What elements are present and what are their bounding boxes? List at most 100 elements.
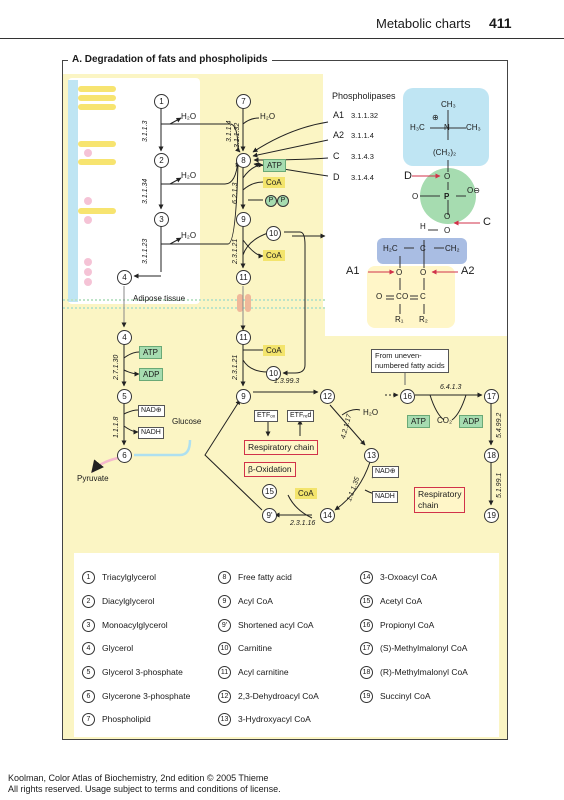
atp-badge-3: ATP — [407, 415, 430, 428]
struct-o-eq: O — [444, 212, 451, 221]
legend-name: (S)-Methylmalonyl CoA — [380, 642, 468, 653]
phospholipase-a1-code: 3.1.1.32 — [351, 111, 379, 120]
struct-ch3-right: CH₃ — [466, 123, 481, 132]
phosphate-circle-1: P — [265, 195, 277, 207]
adp-badge-1: ADP — [139, 368, 164, 381]
legend-name: Phospholipid — [102, 713, 151, 724]
node-17-s-methylmalonyl-coa: 17 — [484, 389, 499, 404]
node-7-phospholipid: 7 — [236, 94, 251, 109]
node-8-free-fatty-acid: 8 — [236, 153, 251, 168]
legend-num: 2 — [82, 595, 95, 608]
header-rule — [0, 38, 564, 39]
etf-ox-box: ETFₒₓ — [254, 410, 279, 422]
cleavage-site-a1: A1 — [346, 265, 360, 277]
section-title: A. Degradation of fats and phospholipids — [68, 54, 272, 65]
enzyme-3.1.1.32: 3.1.1.32 — [234, 122, 241, 148]
node-15-acetyl-coa: 15 — [262, 484, 277, 499]
adp-badge-2: ADP — [459, 415, 484, 428]
legend-item: 4 Glycerol — [82, 642, 133, 655]
legend-num: 4 — [82, 642, 95, 655]
cleavage-site-d: D — [404, 170, 412, 182]
legend-item: 12 2,3-Dehydroacyl CoA — [218, 690, 319, 703]
struct-oeq2: O — [402, 292, 409, 301]
legend-num: 7 — [82, 713, 95, 726]
legend-num: 15 — [360, 595, 373, 608]
node-5-glycerol-3-phosphate: 5 — [117, 389, 132, 404]
struct-o3: O — [444, 226, 451, 235]
legend-name: 3-Hydroxyacyl CoA — [238, 713, 311, 724]
legend-name: Propionyl CoA — [380, 619, 435, 630]
legend-name: Acyl carnitine — [238, 666, 289, 677]
enzyme-3.1.1.34: 3.1.1.34 — [142, 178, 149, 204]
node-9-acyl-coa: 9 — [236, 212, 251, 227]
legend-item: 17(S)-Methylmalonyl CoA — [360, 642, 467, 655]
water-label-3: H₂O — [181, 231, 197, 240]
legend-num: 12 — [218, 690, 231, 703]
struct-r2: R₂ — [419, 315, 428, 324]
adipose-tissue-label: Adipose tissue — [133, 294, 186, 303]
node-9-acyl-coa-mito: 9 — [236, 389, 251, 404]
phospholipase-c-key: C — [333, 151, 340, 161]
atp-badge-2: ATP — [139, 346, 162, 359]
legend-num: 14 — [360, 571, 373, 584]
node-4-glycerol-liver: 4 — [117, 330, 132, 345]
legend-name: Glycerol 3-phosphate — [102, 666, 183, 677]
legend-num: 1 — [82, 571, 95, 584]
running-head-title: Metabolic charts — [376, 16, 471, 31]
enzyme-3.1.1.4: 3.1.1.4 — [226, 120, 233, 142]
struct-n-plus: ⊕ — [432, 113, 439, 122]
enzyme-2.3.1.21-a: 2.3.1.21 — [232, 238, 239, 264]
struct-h3c: H₃C — [410, 123, 425, 132]
beta-oxidation-box: β-Oxidation — [244, 462, 296, 477]
nad-box-2: NAD⊕ — [372, 466, 399, 478]
phospholipase-a1-key: A1 — [333, 110, 345, 120]
page-number: 411 — [489, 15, 512, 31]
struct-o5: O — [420, 268, 427, 277]
struct-r1: R₁ — [395, 315, 404, 324]
struct-c2: C — [420, 292, 426, 301]
co2-label: CO₂ — [437, 416, 453, 425]
legend-name: Free fatty acid — [238, 571, 292, 582]
phospholipases-title: Phospholipases — [332, 91, 396, 101]
node-18-r-methylmalonyl-coa: 18 — [484, 448, 499, 463]
nadh-box-2: NADH — [372, 491, 398, 503]
respiratory-chain-box-1: Respiratory chain — [244, 440, 319, 455]
legend-item: 9'Shortened acyl CoA — [218, 619, 314, 632]
coa-badge-1: CoA — [263, 177, 285, 188]
pyruvate-label: Pyruvate — [77, 474, 109, 483]
water-label-4: H₂O — [260, 112, 276, 121]
struct-ch3-top: CH₃ — [441, 100, 456, 109]
respiratory-chain-2-line1: Respiratory — [418, 489, 462, 499]
water-label-1: H₂O — [181, 112, 197, 121]
node-2-diacylglycerol: 2 — [154, 153, 169, 168]
legend-num: 9 — [218, 595, 231, 608]
legend-num: 18 — [360, 666, 373, 679]
legend-name: Glycerol — [102, 642, 134, 653]
legend-name: Acyl CoA — [238, 595, 273, 606]
glucose-label: Glucose — [172, 417, 202, 426]
phospholipase-a2-code: 3.1.1.4 — [351, 131, 374, 140]
struct-c1: C — [396, 292, 402, 301]
uneven-note-line1: From uneven- — [375, 351, 422, 360]
legend-name: 2,3-Dehydroacyl CoA — [238, 690, 319, 701]
phospholipase-d-code: 3.1.4.4 — [351, 173, 374, 182]
node-11-acyl-carnitine-mito: 11 — [236, 330, 251, 345]
water-label-2: H₂O — [181, 171, 197, 180]
respiratory-chain-box-2: Respiratory chain — [414, 487, 466, 513]
coa-badge-2: CoA — [263, 250, 285, 261]
node-16-propionyl-coa: 16 — [400, 389, 415, 404]
node-19-succinyl-coa: 19 — [484, 508, 499, 523]
struct-n: N — [444, 123, 450, 132]
node-4-glycerol: 4 — [117, 270, 132, 285]
legend-item: 18(R)-Methylmalonyl CoA — [360, 666, 468, 679]
node-12-dehydroacyl-coa: 12 — [320, 389, 335, 404]
